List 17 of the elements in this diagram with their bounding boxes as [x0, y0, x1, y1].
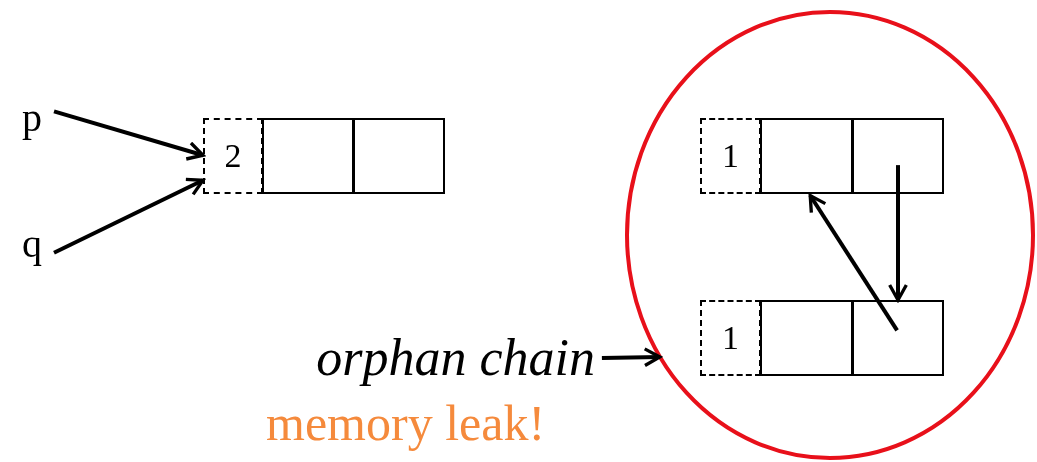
refcount-box: 2	[203, 118, 263, 194]
memory-cell	[852, 118, 944, 194]
memory-cell	[760, 118, 853, 194]
arrow	[888, 165, 908, 302]
refcount-box: 1	[700, 118, 761, 194]
highlight-ellipse	[625, 10, 1035, 460]
arrow	[53, 109, 205, 161]
annotation-text: orphan chain	[250, 328, 595, 388]
arrow	[601, 347, 662, 368]
memory-cell	[262, 118, 354, 194]
refcount-box: 1	[700, 300, 761, 376]
variable-label: p	[10, 96, 54, 140]
arrow	[53, 177, 205, 255]
memory-cell	[760, 300, 853, 376]
memory-cell	[852, 300, 944, 376]
variable-label: q	[10, 222, 54, 266]
memory-cell	[353, 118, 445, 194]
